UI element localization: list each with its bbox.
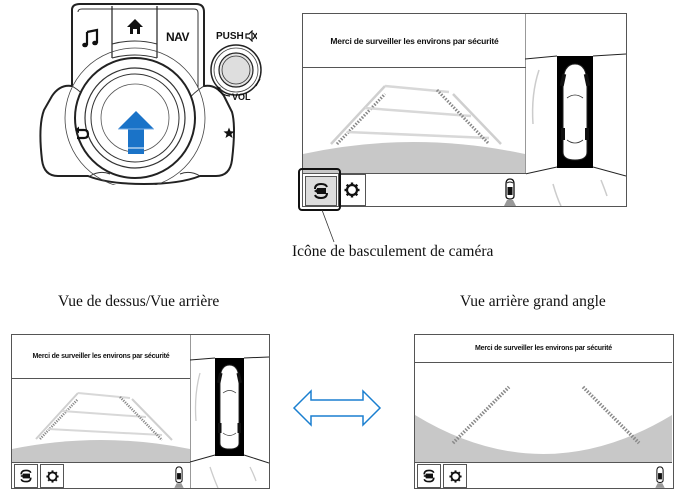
- camera-switch-icon: [314, 182, 328, 200]
- camera-switch-button[interactable]: [14, 464, 38, 488]
- safety-message: Merci de surveiller les environs par séc…: [330, 35, 499, 46]
- home-button[interactable]: [126, 18, 144, 36]
- camera-toolbar: [415, 462, 672, 488]
- back-button[interactable]: [74, 126, 90, 140]
- music-note-icon: [82, 28, 99, 48]
- push-label: PUSH: [216, 30, 244, 42]
- callout-leader-line: [321, 210, 335, 243]
- back-arrow-icon: [75, 126, 90, 140]
- car-sensor-icon: [174, 466, 184, 488]
- favorites-button[interactable]: [223, 127, 235, 139]
- settings-button[interactable]: [338, 174, 366, 206]
- rear-camera-view: [303, 84, 525, 174]
- gear-icon: [344, 182, 360, 198]
- camera-screen-wide-rear: Merci de surveiller les environs par séc…: [414, 334, 674, 489]
- nav-label: NAV: [166, 30, 189, 44]
- settings-button[interactable]: [40, 464, 64, 488]
- speaker-mute-icon: [245, 30, 257, 42]
- commander-knob[interactable]: [116, 110, 156, 156]
- vol-label: VOL: [232, 92, 251, 102]
- camera-toolbar: [12, 462, 190, 488]
- volume-dial: [210, 44, 262, 97]
- safety-message-bar: Merci de surveiller les environs par séc…: [12, 335, 190, 379]
- wide-rear-camera-view: [415, 385, 672, 463]
- car-sensor-icon: [504, 178, 516, 206]
- safety-message: Merci de surveiller les environs par séc…: [32, 353, 170, 360]
- view-toggle-arrow: [292, 387, 382, 429]
- top-down-view: [525, 14, 626, 206]
- commander-controller: NAV: [20, 0, 270, 185]
- car-sensor-icon: [655, 466, 665, 488]
- rear-camera-view: [12, 392, 190, 463]
- volume-knob[interactable]: PUSH VOL: [206, 28, 266, 108]
- star-icon: [223, 127, 235, 138]
- caption-wide-rear-view: Vue arrière grand angle: [460, 293, 606, 310]
- car-sensor-status: [653, 465, 667, 488]
- car-sensor-status: [172, 465, 186, 488]
- up-arrow-icon: [118, 111, 154, 154]
- nav-button[interactable]: NAV: [166, 28, 196, 44]
- gear-icon: [45, 469, 59, 483]
- camera-switch-button[interactable]: [305, 176, 337, 206]
- camera-switch-highlight: [298, 168, 341, 211]
- car-sensor-status: [501, 178, 519, 206]
- settings-button[interactable]: [443, 464, 467, 488]
- camera-screen-top: Merci de surveiller les environs par séc…: [302, 13, 627, 207]
- camera-screen-top-rear: Merci de surveiller les environs par séc…: [11, 334, 270, 489]
- home-icon: [127, 19, 143, 34]
- camera-switch-icon: [423, 469, 435, 483]
- safety-message-bar: Merci de surveiller les environs par séc…: [415, 335, 672, 363]
- safety-message: Merci de surveiller les environs par séc…: [475, 345, 612, 352]
- double-arrow-icon: [292, 389, 382, 427]
- push-mute-label: PUSH: [216, 30, 257, 42]
- caption-top-rear-view: Vue de dessus/Vue arrière: [58, 293, 220, 310]
- safety-message-bar: Merci de surveiller les environs par séc…: [303, 14, 526, 68]
- gear-icon: [448, 469, 462, 483]
- top-down-view: [190, 335, 269, 488]
- camera-switch-icon: [20, 469, 32, 483]
- camera-switch-callout: Icône de basculement de caméra: [292, 243, 494, 260]
- camera-switch-button[interactable]: [417, 464, 441, 488]
- music-button[interactable]: [80, 28, 102, 50]
